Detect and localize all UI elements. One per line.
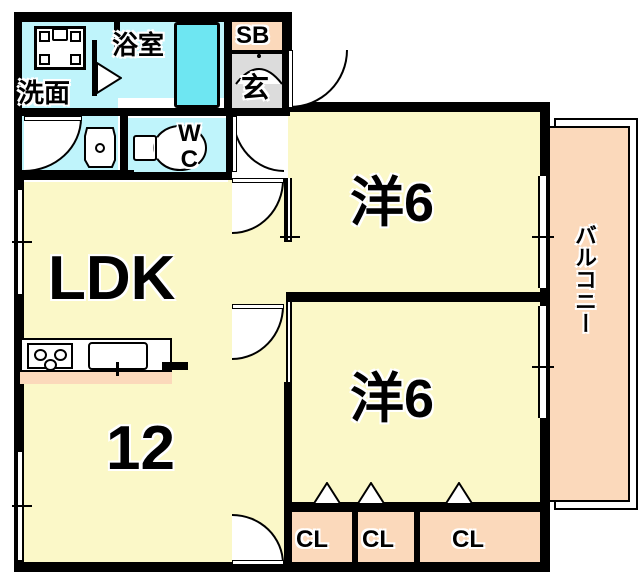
counter-end-wall bbox=[162, 362, 188, 370]
washing-machine-icon bbox=[34, 26, 86, 70]
bedroom-lower-fill bbox=[288, 298, 550, 510]
wall-bath-entrance bbox=[224, 12, 232, 112]
wall-left-upper bbox=[14, 12, 22, 178]
wall-hall-bedroom bbox=[282, 12, 292, 112]
closet-door-marker-3 bbox=[443, 481, 475, 506]
wall-closet-top bbox=[286, 502, 542, 512]
shoebox-label: SB bbox=[236, 22, 270, 49]
wall-ldk-bedroom-3 bbox=[284, 382, 292, 572]
gas-stove-icon bbox=[27, 343, 73, 371]
entrance-door-arc bbox=[290, 50, 348, 108]
closet-2-label: CL bbox=[362, 526, 394, 553]
entrance-door-leaf bbox=[288, 50, 293, 108]
closet-1-label: CL bbox=[296, 526, 328, 553]
burner-1 bbox=[34, 349, 47, 361]
toilet-label: W C bbox=[178, 121, 201, 173]
closet-door-marker-1 bbox=[311, 481, 343, 506]
wall-bath-tub-left bbox=[128, 12, 132, 22]
burner-3 bbox=[44, 359, 57, 371]
bath-label: 浴室 bbox=[112, 30, 165, 60]
kitchen-faucet-icon bbox=[116, 362, 119, 376]
washroom-label: 洗面 bbox=[18, 78, 71, 108]
ldk-bedroom-door-leaf bbox=[232, 304, 284, 309]
wash-basin-icon bbox=[82, 124, 118, 170]
wall-top-bedrooms bbox=[286, 102, 550, 112]
entrance-label: 玄 bbox=[241, 72, 270, 103]
burner-2 bbox=[54, 349, 67, 361]
ldk-label: LDK bbox=[48, 244, 176, 313]
wall-washroom-mid bbox=[14, 108, 122, 116]
closet-3-fill bbox=[420, 512, 542, 570]
window-bedroom-upper-right bbox=[538, 176, 548, 288]
window-bedroom-lower-right bbox=[538, 306, 548, 418]
window-tick-2 bbox=[12, 505, 32, 507]
bath-door-marker-outline bbox=[96, 61, 123, 95]
wall-sb-bottom bbox=[230, 50, 288, 54]
ldk-size-label: 12 bbox=[106, 414, 175, 483]
wall-genkan-bottom bbox=[228, 108, 290, 116]
balcony-fill bbox=[548, 126, 630, 502]
toilet-label-line2: C bbox=[180, 146, 198, 173]
wc-door-leaf bbox=[232, 116, 237, 172]
closet-triangle-icon-1 bbox=[311, 481, 343, 506]
kitchen-counter-strip bbox=[20, 370, 172, 384]
window-tick-1 bbox=[12, 241, 32, 243]
wall-closet-div-2 bbox=[414, 508, 420, 570]
bath-door-jamb bbox=[92, 40, 97, 96]
bedroom-upper-fill bbox=[288, 110, 550, 298]
bathtub-icon bbox=[174, 22, 220, 108]
wall-ldk-bedroom-2 bbox=[284, 238, 292, 242]
closet-3-label: CL bbox=[452, 526, 484, 553]
hall-ldk-door-leaf bbox=[232, 178, 284, 183]
washer-foot-right bbox=[70, 54, 81, 65]
closet-triangle-icon-3 bbox=[443, 481, 475, 506]
toilet-label-line1: W bbox=[178, 120, 201, 147]
wall-left-ldk bbox=[14, 170, 24, 572]
wall-top-left bbox=[14, 12, 292, 22]
wall-bottom-ldk bbox=[14, 562, 294, 572]
balcony-label: バルコニー bbox=[572, 224, 597, 334]
washer-foot-left bbox=[39, 54, 50, 65]
closet-door-marker-2 bbox=[355, 481, 387, 506]
wall-bath-bottom bbox=[114, 108, 232, 116]
closet-1-fill bbox=[290, 512, 352, 570]
wall-washroom-bottom bbox=[14, 170, 134, 180]
closet-rail-line bbox=[292, 503, 540, 505]
genkan-fan-icon bbox=[232, 52, 286, 86]
closet-triangle-icon-2 bbox=[355, 481, 387, 506]
shoebox-fill bbox=[232, 22, 286, 50]
bedroom-upper-label: 洋6 bbox=[350, 173, 435, 233]
window-tick-3 bbox=[532, 236, 554, 238]
wall-right-lower bbox=[540, 502, 550, 572]
door-tick-1 bbox=[280, 236, 300, 238]
door-slot-ldk-lower bbox=[286, 302, 292, 382]
door-slot-ldk-upper bbox=[286, 178, 292, 240]
wall-bedroom-divider bbox=[286, 292, 550, 302]
closet-2-fill bbox=[358, 512, 414, 570]
bath-door-triangle-icon bbox=[96, 61, 123, 95]
toilet-icon bbox=[132, 122, 214, 174]
bedroom-lower-label: 洋6 bbox=[350, 369, 435, 429]
wall-basin-wc bbox=[120, 112, 128, 178]
washroom-door-leaf bbox=[24, 116, 82, 121]
window-tick-4 bbox=[532, 366, 554, 368]
wall-wc-bottom bbox=[120, 172, 232, 180]
washer-knob-icon bbox=[52, 28, 68, 41]
ldk-bottom-door-leaf bbox=[232, 560, 284, 565]
wall-closet-div-1 bbox=[352, 508, 358, 570]
wall-washroom-bath bbox=[114, 12, 120, 54]
wall-wc-right bbox=[226, 112, 232, 178]
